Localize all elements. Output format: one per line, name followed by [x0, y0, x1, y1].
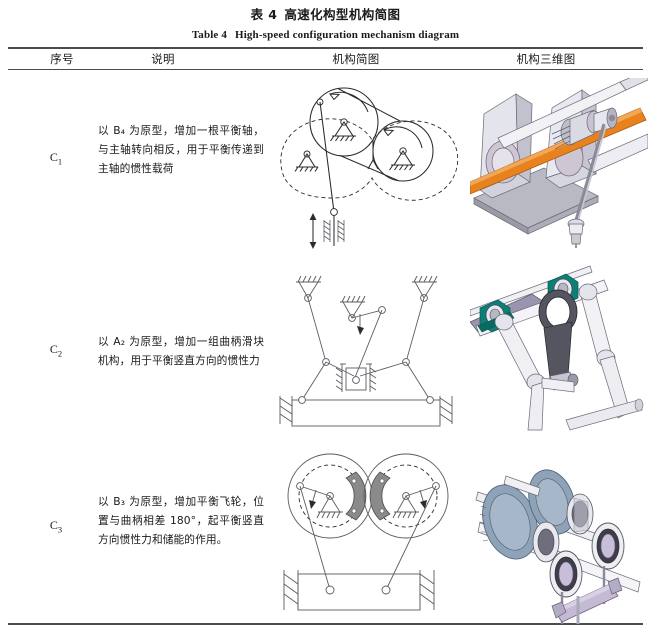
table-number-chinese: 表 4 [250, 7, 278, 22]
table-top-rule [8, 47, 643, 49]
render-c1 [470, 78, 648, 248]
table-bottom-rule [8, 623, 643, 625]
column-header-3d-model: 机构三维图 [516, 52, 576, 66]
column-header-schematic: 机构简图 [332, 52, 380, 66]
render-c3 [470, 446, 648, 624]
table-title-chinese: 表 4 高速化构型机构简图 [0, 0, 651, 23]
schematic-c2 [272, 264, 468, 432]
column-header-index: 序号 [50, 52, 74, 66]
table-header-rule [8, 69, 643, 71]
schematic-c3 [272, 448, 468, 620]
row-description-c1: 以 B₄ 为原型，增加一根平衡轴，与主轴转向相反，用于平衡传递到主轴的惯性载荷 [98, 124, 264, 175]
table-title-english-text: High-speed configuration mechanism diagr… [235, 29, 460, 41]
row-description-c2: 以 A₂ 为原型，增加一组曲柄滑块机构，用于平衡竖直方向的惯性力 [98, 335, 264, 367]
row-id-c3: C3 [49, 518, 63, 535]
table-number-english: Table 4 [191, 29, 227, 41]
table-header-row: 序号 说明 机构简图 机构三维图 [0, 49, 651, 69]
row-id-c2: C2 [49, 342, 63, 359]
table-title-english: Table 4 High-speed configuration mechanis… [0, 23, 651, 42]
row-id-c1: C1 [49, 150, 63, 167]
row-description-c3: 以 B₃ 为原型，增加平衡飞轮，位置与曲柄相差 180°，起平衡竖直方向惯性力和… [98, 495, 264, 546]
schematic-c1 [272, 74, 468, 250]
table-row: C2 以 A₂ 为原型，增加一组曲柄滑块机构，用于平衡竖直方向的惯性力 [0, 256, 651, 436]
table-row: C1 以 B₄ 为原型，增加一根平衡轴，与主轴转向相反，用于平衡传递到主轴的惯性… [0, 72, 651, 250]
render-c2 [470, 260, 648, 432]
column-header-description: 说明 [151, 52, 175, 66]
table-title-chinese-text: 高速化构型机构简图 [284, 7, 401, 22]
table-row: C3 以 B₃ 为原型，增加平衡飞轮，位置与曲柄相差 180°，起平衡竖直方向惯… [0, 442, 651, 624]
